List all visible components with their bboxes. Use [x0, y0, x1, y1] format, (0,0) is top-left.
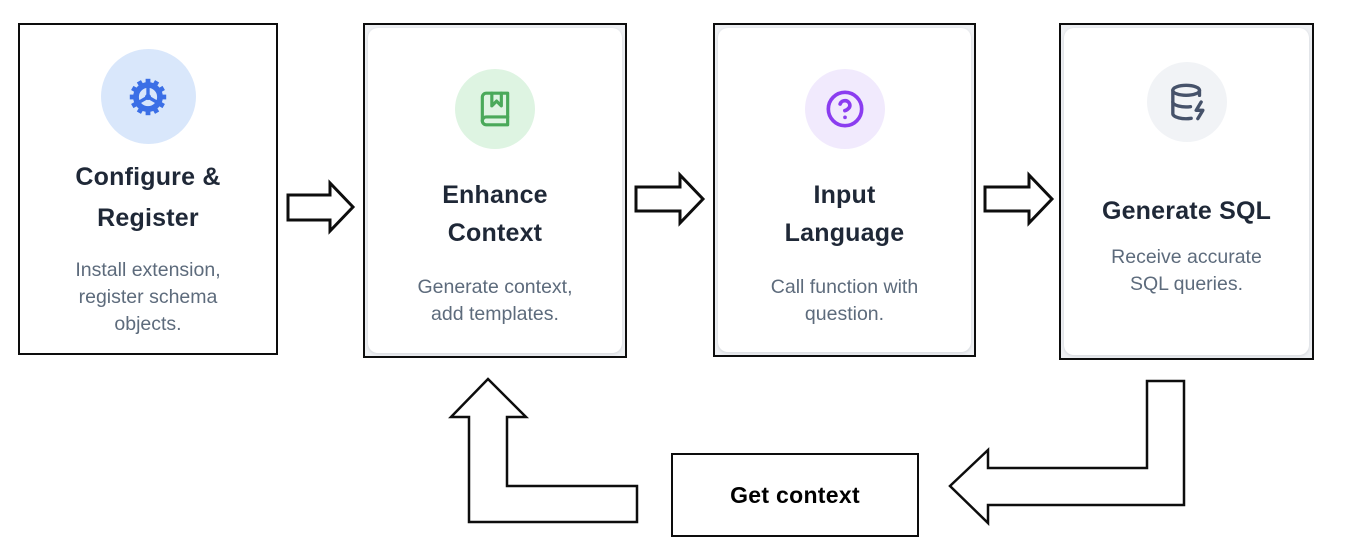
card-body: Configure & Register Install extension, …: [23, 28, 273, 350]
card-title: Input Language: [784, 181, 905, 247]
get-context-box: Get context: [671, 453, 919, 537]
arrow-left-up-icon: [448, 377, 639, 524]
help-circle-icon: [826, 90, 863, 128]
arrow-down-left-icon: [948, 379, 1186, 526]
icon-circle: [100, 49, 196, 144]
card-body: Input Language Call function with questi…: [718, 28, 971, 352]
icon-circle: [804, 69, 885, 149]
card-generate-sql: Generate SQL Receive accurate SQL querie…: [1059, 23, 1314, 360]
card-description: Install extension, register schema objec…: [75, 258, 221, 336]
card-configure-register: Configure & Register Install extension, …: [18, 23, 278, 355]
card-body: Generate SQL Receive accurate SQL querie…: [1064, 28, 1309, 355]
icon-circle: [1146, 62, 1227, 142]
card-description: Call function with question.: [770, 276, 919, 326]
arrow-right-icon: [983, 171, 1055, 227]
get-context-label: Get context: [730, 481, 860, 508]
icon-circle: [455, 69, 535, 149]
card-body: Enhance Context Generate context, add te…: [368, 28, 622, 353]
card-description: Receive accurate SQL queries.: [1111, 245, 1262, 295]
arrow-right-icon: [634, 171, 706, 227]
database-zap-icon: [1170, 83, 1204, 121]
book-marked-icon: [480, 91, 510, 127]
card-title: Generate SQL: [1101, 197, 1272, 225]
card-enhance-context: Enhance Context Generate context, add te…: [363, 23, 627, 358]
card-title: Enhance Context: [442, 181, 548, 247]
card-input-language: Input Language Call function with questi…: [713, 23, 976, 357]
card-title: Configure & Register: [75, 163, 221, 233]
arrow-right-icon: [286, 179, 356, 235]
gear-icon: [129, 78, 167, 115]
card-description: Generate context, add templates.: [417, 276, 573, 326]
